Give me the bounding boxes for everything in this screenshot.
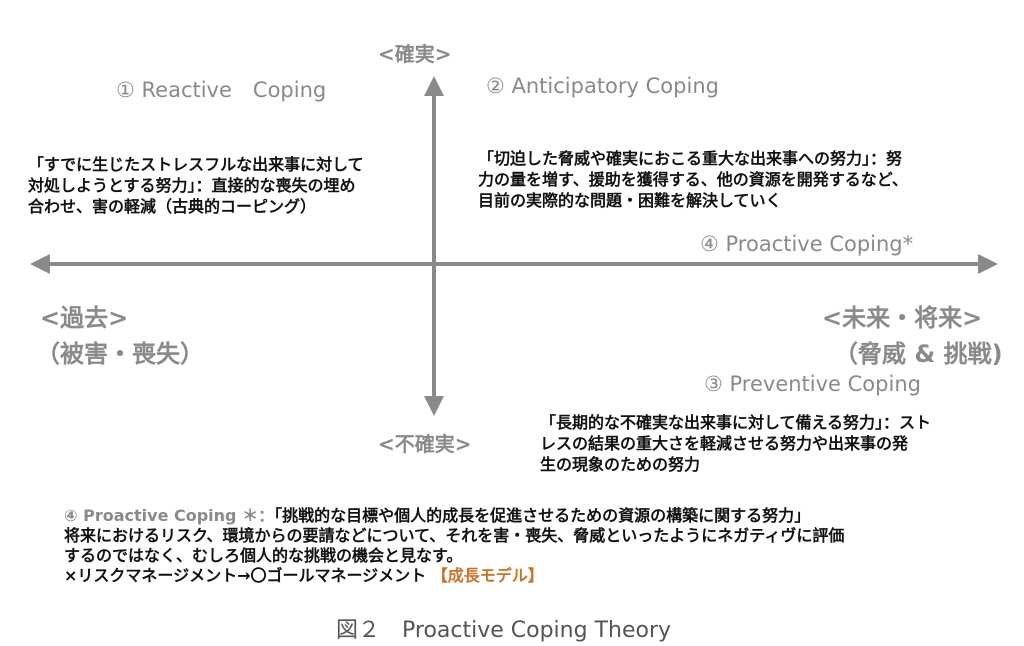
axis-label-bottom: <不確実> [378,432,472,456]
axis-label-top: <確実> [378,42,452,66]
quadrant-3-text: 「長期的な不確実な出来事に対して備える努力」：スト レスの結果の重大さを軽減させ… [540,412,1010,475]
proactive-definition-line-4: ×リスクマネージメント→〇ゴールマネージメント 【成長モデル】 [64,566,844,586]
axis-label-right-1: <未来・将来> [822,304,983,332]
axis-label-right-2: （脅威 & 挑戦) [834,340,1003,368]
quadrant-1-title: ① Reactive Coping [116,78,327,102]
quadrant-2-line: 力の量を増す、援助を獲得する、他の資源を開発するなど、 [478,170,908,189]
quadrant-3-line: レスの結果の重大さを軽減させる努力や出来事の発 [540,434,909,453]
quadrant-1-line: 「すでに生じたストレスフルな出来事に対して [28,155,364,174]
quadrant-3-line: 生の現象のための努力 [540,455,701,474]
figure-caption: 図２ Proactive Coping Theory [336,618,672,643]
proactive-definition-line-2: 将来におけるリスク、環境からの要請などについて、それを害・喪失、脅威といったよう… [64,526,845,545]
quadrant-2-text: 「切迫した脅威や確実におこる重大な出来事への努力」：努 力の量を増す、援助を獲得… [478,148,1008,211]
quadrant-2-line: 「切迫した脅威や確実におこる重大な出来事への努力」：努 [478,149,903,168]
axis-label-left-1: <過去> [40,304,129,332]
growth-model: 【成長モデル】 [431,566,544,585]
quadrant-2-line: 目前の実際的な問題・困難を解決していく [478,191,782,210]
quadrant-2-title: ② Anticipatory Coping [486,74,719,98]
proactive-definition: ④ Proactive Coping ＊：「挑戦的な目標や個人的成長を促進させる… [64,506,844,586]
quadrant-3-line: 「長期的な不確実な出来事に対して備える努力」：スト [540,413,932,432]
quadrant-1-line: 対処しようとする努力」：直接的な喪失の埋め [28,176,356,195]
proactive-definition-line-3: するのではなく、むしろ個人的な挑戦の機会と見なす。 [64,546,463,565]
quadrant-1-line: 合わせ、害の軽減（古典的コーピング） [28,197,317,216]
proactive-definition-line-1: ④ Proactive Coping ＊：「挑戦的な目標や個人的成長を促進させる… [64,506,844,526]
axis-label-left-2: （被害・喪失） [36,340,204,368]
quadrant-4-title: ④ Proactive Coping* [700,232,914,256]
quadrant-1-text: 「すでに生じたストレスフルな出来事に対して 対処しようとする努力」：直接的な喪失… [28,154,428,217]
proactive-label: ④ Proactive Coping ＊： [64,506,275,525]
management-shift: ×リスクマネージメント→〇ゴールマネージメント [64,566,427,585]
proactive-def: 「挑戦的な目標や個人的成長を促進させるための資源の構築に関する努力」 [274,506,811,525]
quadrant-3-title: ③ Preventive Coping [704,372,921,396]
